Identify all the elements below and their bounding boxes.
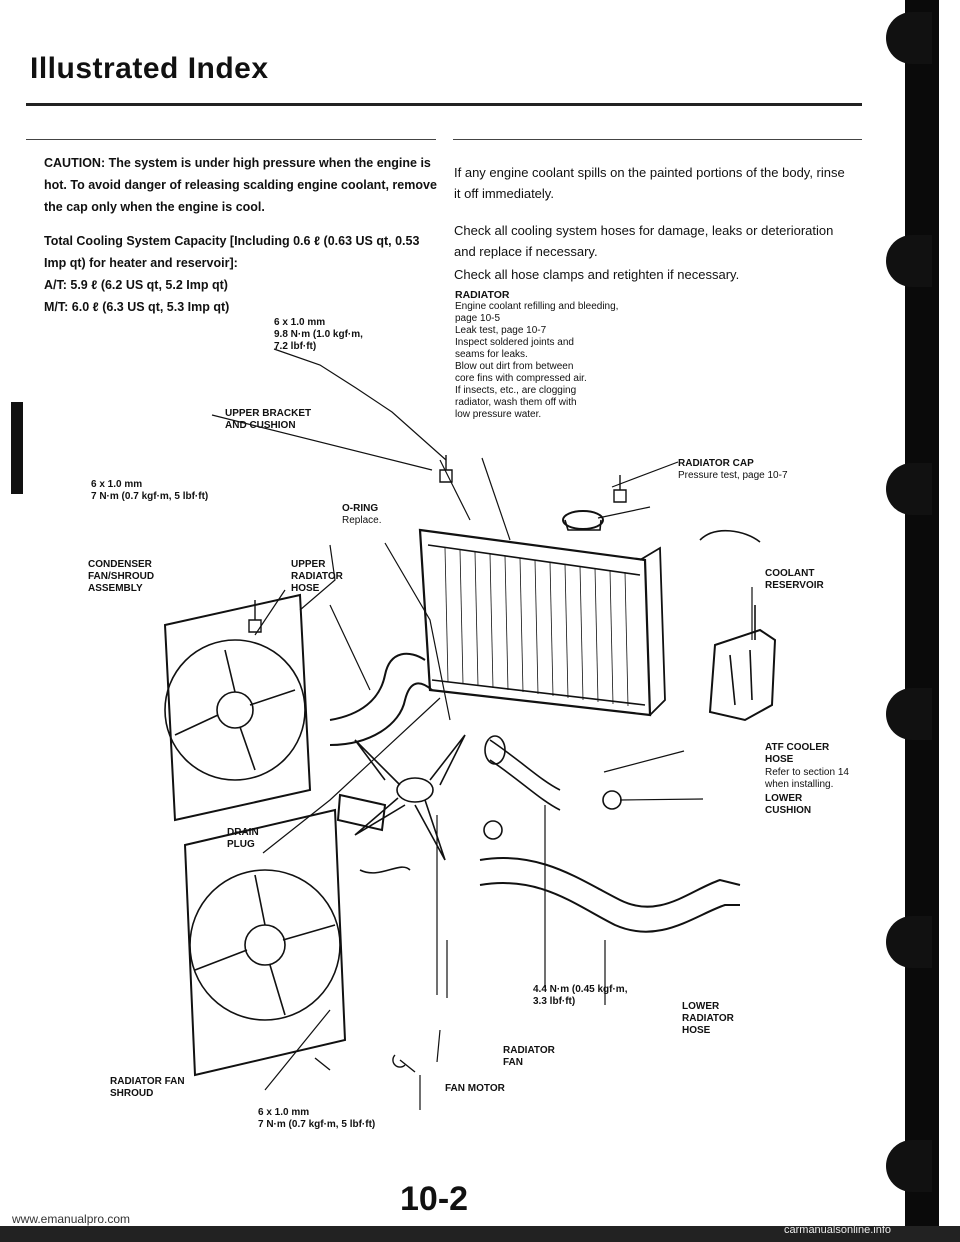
- atf-hose-label: ATF COOLER HOSE: [765, 742, 830, 765]
- coolant-reservoir-label: COOLANT RESERVOIR: [765, 568, 824, 591]
- radiator-label-text: Engine coolant refilling and bleeding, p…: [455, 301, 619, 420]
- divider-left: [26, 139, 436, 140]
- edge-tab-2: [886, 235, 932, 287]
- upper-radiator-hose: [329, 652, 433, 746]
- section-marker: [11, 402, 23, 494]
- radiator-cap: [562, 510, 604, 531]
- upper-hose-label: UPPER RADIATOR HOSE: [291, 559, 343, 594]
- lower-cushion: [602, 790, 622, 810]
- note-clamps: Check all hose clamps and retighten if n…: [454, 267, 740, 282]
- capacity-mt: M/T: 6.0 ℓ (6.3 US qt, 5.3 Imp qt): [44, 300, 230, 314]
- bolt-spec-shroud: 6 x 1.0 mm 7 N·m (0.7 kgf·m, 5 lbf·ft): [258, 1107, 376, 1130]
- fan-torque-label: 4.4 N·m (0.45 kgf·m, 3.3 lbf·ft): [533, 984, 628, 1007]
- edge-tab-6: [886, 1140, 932, 1192]
- note-hoses: Check all cooling system hoses for damag…: [454, 223, 834, 259]
- lower-cushion-part: [483, 820, 503, 840]
- capacity-at: A/T: 5.9 ℓ (6.2 US qt, 5.2 Imp qt): [44, 278, 228, 292]
- caution-text: CAUTION: The system is under high pressu…: [44, 156, 437, 214]
- note-spill: If any engine coolant spills on the pain…: [454, 165, 845, 201]
- oring-text: Replace.: [342, 515, 382, 526]
- edge-tab-1: [886, 12, 932, 64]
- bottom-bar: [0, 1226, 960, 1242]
- radiator-cap-label: RADIATOR CAP: [678, 458, 754, 469]
- notes-block: If any engine coolant spills on the pain…: [454, 162, 854, 296]
- bolts: [248, 455, 627, 1073]
- title-rule: [26, 103, 862, 106]
- radiator-core: [418, 528, 666, 717]
- atf-cooler-hose: [484, 735, 561, 811]
- lower-hose-label: LOWER RADIATOR HOSE: [682, 1001, 734, 1036]
- condenser-fan-label: CONDENSER FAN/SHROUD ASSEMBLY: [88, 559, 155, 594]
- edge-tab-5: [886, 916, 932, 968]
- lower-cushion-label: LOWER CUSHION: [765, 793, 812, 816]
- radiator-label-title: RADIATOR: [455, 289, 510, 301]
- edge-tab-3: [886, 463, 932, 515]
- coolant-reservoir: [699, 529, 777, 722]
- condenser-fan-shroud: [163, 593, 312, 822]
- radiator-fan-shroud: [183, 808, 347, 1077]
- radiator-fan: [354, 734, 466, 861]
- page-title: Illustrated Index: [30, 52, 269, 85]
- page-number: 10-2: [400, 1180, 469, 1218]
- leader-lines: [211, 348, 753, 1110]
- upper-bracket-label: UPPER BRACKET AND CUSHION: [225, 408, 312, 431]
- fan-motor-label: FAN MOTOR: [445, 1083, 505, 1094]
- divider-right: [453, 139, 862, 140]
- fan-shroud-label: RADIATOR FAN SHROUD: [110, 1076, 185, 1099]
- capacity-text: Total Cooling System Capacity [Including…: [44, 234, 420, 270]
- fan-motor: [336, 793, 411, 874]
- oring-label: O-RING: [342, 503, 379, 514]
- bolt-spec-upper: 6 x 1.0 mm 9.8 N·m (1.0 kgf·m, 7.2 lbf·f…: [274, 317, 363, 352]
- bolt-spec-condenser: 6 x 1.0 mm 7 N·m (0.7 kgf·m, 5 lbf·ft): [91, 479, 209, 502]
- lower-radiator-hose: [479, 857, 741, 933]
- atf-hose-text: Refer to section 14 when installing.: [765, 767, 849, 790]
- drain-plug-label: DRAIN PLUG: [227, 827, 259, 850]
- radiator-fan-label: RADIATOR FAN: [503, 1045, 555, 1068]
- watermark-right: carmanualsonline.info: [784, 1224, 892, 1236]
- radiator-cap-text: Pressure test, page 10-7: [678, 470, 788, 481]
- caution-block: CAUTION: The system is under high pressu…: [44, 152, 439, 318]
- edge-tab-4: [886, 688, 932, 740]
- page-edge-bar: [905, 0, 939, 1242]
- watermark-left: www.emanualpro.com: [12, 1212, 131, 1226]
